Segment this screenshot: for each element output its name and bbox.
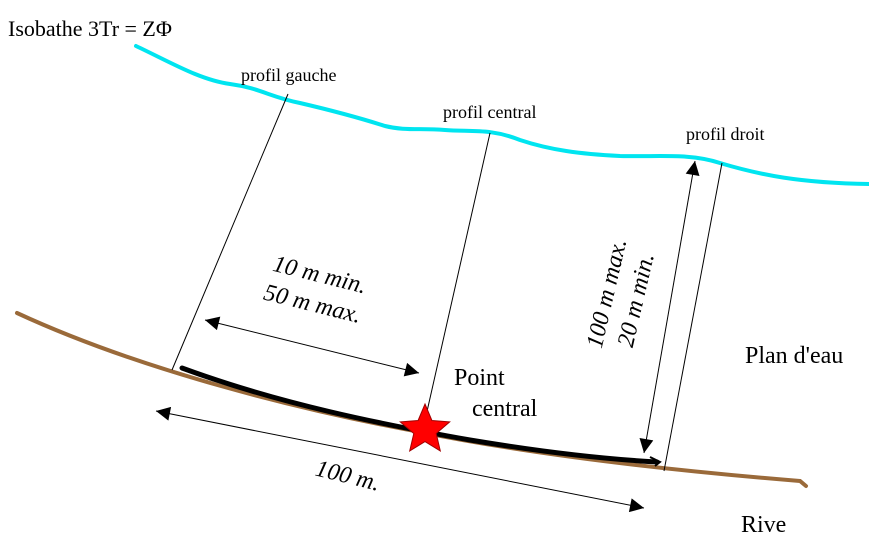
water-label: Plan d'eau xyxy=(745,343,843,369)
transect-segment xyxy=(179,365,660,465)
base-length-label: 100 m. xyxy=(313,456,383,497)
base-arrow xyxy=(155,406,645,513)
shore-line xyxy=(15,311,808,488)
transect-end-tick xyxy=(649,456,662,467)
isobath-line xyxy=(134,44,869,186)
profile-line-center xyxy=(420,132,491,439)
point-label-line1: Point xyxy=(454,365,505,391)
length-arrow xyxy=(639,160,700,454)
profile-line-right xyxy=(663,162,723,472)
profile-label-center: profil central xyxy=(443,102,536,122)
diagram-title: Isobathe 3Tr = ZΦ xyxy=(8,16,172,41)
profile-label-right: profil droit xyxy=(686,124,765,144)
point-label-line2: central xyxy=(472,396,538,422)
spacing-arrow xyxy=(204,316,420,377)
shore-label: Rive xyxy=(741,512,786,538)
profile-label-left: profil gauche xyxy=(241,65,336,85)
profile-line-left xyxy=(171,93,289,371)
central-point-star-icon xyxy=(399,402,451,452)
